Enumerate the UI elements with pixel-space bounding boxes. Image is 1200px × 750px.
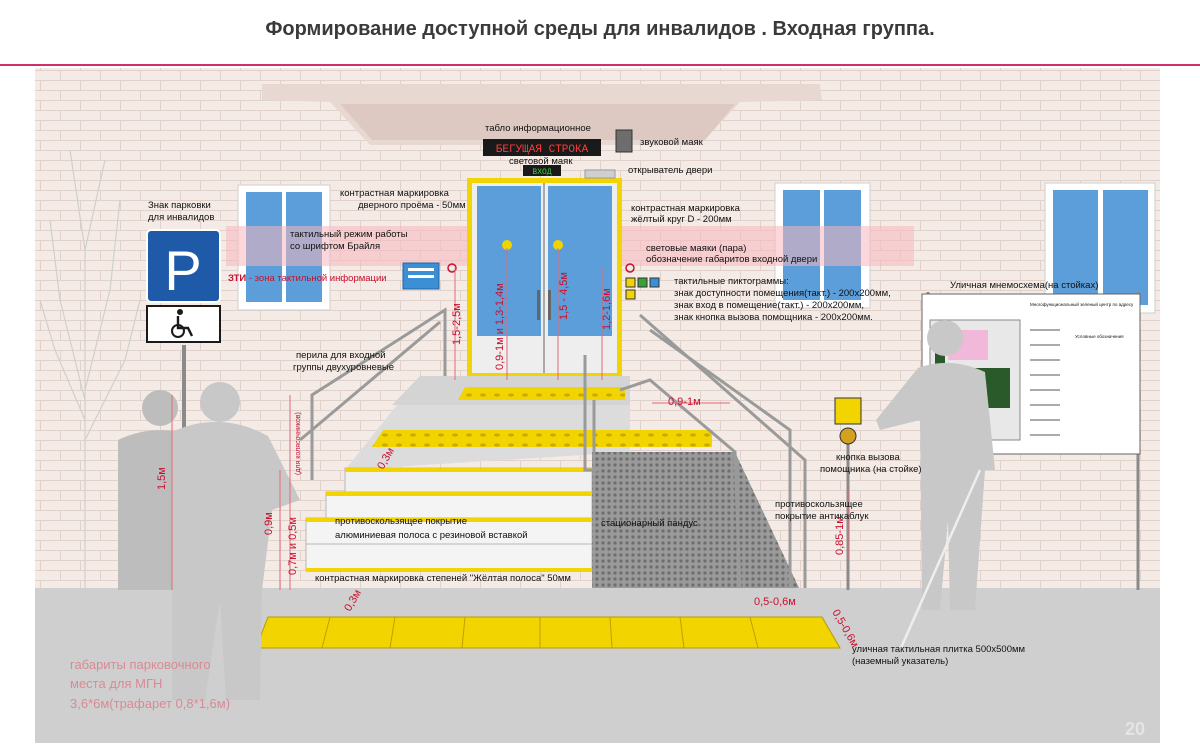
label-railing-1: перила для входной — [296, 350, 386, 361]
label-zti-rest: - зона тактильной информации — [246, 273, 386, 284]
svg-text:ЗТИ - зона тактильной информац: ЗТИ - зона тактильной информации — [228, 273, 387, 284]
label-parking-sign-2: для инвалидов — [148, 212, 214, 223]
label-door-marking-2: дверного проёма - 50мм — [358, 200, 466, 211]
label-call-button-2: помощника (на стойке) — [820, 464, 922, 475]
tactile-strip-mid — [372, 430, 712, 447]
label-braille-2: со шрифтом Брайля — [290, 241, 380, 252]
label-pictograms-3: знак вход в помещение(такт.) - 200х200мм… — [674, 300, 864, 311]
label-zti: ЗТИ — [228, 273, 246, 284]
parking-letter: P — [164, 239, 201, 302]
label-call-button-1: кнопка вызова — [836, 452, 900, 463]
wheelchair-icon — [171, 309, 194, 338]
label-tile-1: уличная тактильная плитка 500х500мм — [852, 644, 1025, 655]
tactile-strip-top — [458, 387, 625, 400]
label-ramp: стационарный пандус — [601, 518, 698, 529]
tree — [39, 149, 141, 590]
contrast-circle-left — [502, 240, 512, 250]
label-parking-sign-1: Знак парковки — [148, 200, 211, 211]
label-pictograms-4: знак кнопка вызова помощника - 200х200мм… — [674, 312, 873, 323]
label-anti-slip-1: противоскользящее покрытие — [335, 516, 467, 527]
scheme-legend-title: Условные обозначения — [1075, 334, 1124, 339]
label-door-opener: открыватель двери — [628, 165, 712, 176]
watermark: 20 — [1125, 719, 1145, 739]
contrast-circle-right — [553, 240, 563, 250]
entrance-door — [467, 178, 622, 376]
label-door-marking-1: контрастная маркировка — [340, 188, 450, 199]
running-line-board — [483, 139, 601, 156]
stationary-ramp — [592, 452, 800, 590]
dim-1-5-2-5: 1,5-2,5м — [451, 303, 463, 345]
label-beacons-pair-2: обозначение габаритов входной двери — [646, 254, 817, 265]
label-braille-1: тактильный режим работы — [290, 229, 408, 240]
sound-beacon — [615, 129, 633, 153]
label-railing-2: группы двухуровневые — [293, 362, 394, 373]
label-street-scheme: Уличная мнемосхема(на стойках) — [950, 280, 1098, 291]
entrance-light-beacon — [523, 165, 561, 176]
label-parking-dims-3: 3,6*6м(трафарет 0,8*1,6м) — [70, 696, 230, 711]
dim-0-7-0-5: 0,7м и 0,5м — [287, 517, 299, 575]
label-anti-slip-2: алюминиевая полоса с резиновой вставкой — [335, 530, 528, 541]
staircase — [305, 376, 712, 572]
dim-0-5-0-6-a: 0,5-0,6м — [754, 596, 796, 608]
person-left-2 — [172, 382, 300, 700]
step-4 — [305, 543, 593, 571]
street-tactile-tile — [255, 616, 841, 649]
label-beacons-pair-1: световые маяки (пара) — [646, 243, 746, 254]
running-line-text: БЕГУЩАЯ СТРОКА — [496, 144, 589, 156]
entrance-sign-text: ВХОД — [532, 168, 551, 177]
label-sound-beacon: звуковой маяк — [640, 137, 704, 148]
label-pictograms-2: знак доступности помещения(такт.) - 200х… — [674, 288, 891, 299]
label-anti-slip-heel-2: покрытие антикаблук — [775, 511, 869, 522]
dim-ramp-0-9-1: 0,9-1м — [668, 396, 701, 408]
label-yellow-circle-1: контрастная маркировка — [631, 203, 741, 214]
person-right — [876, 320, 995, 651]
label-step-marking: контрастная маркировка степеней "Жёлтая … — [315, 573, 571, 584]
label-yellow-circle-2: жёлтый круг D - 200мм — [631, 214, 732, 225]
label-anti-slip-heel-1: противоскользящее — [775, 499, 863, 510]
dim-0-9m: 0,9м — [263, 512, 275, 535]
dim-1-2-1-6: 1,2-1,6м — [601, 288, 613, 330]
door-opener — [584, 169, 616, 179]
label-tile-2: (наземный указатель) — [852, 656, 948, 667]
scheme-header: Многофункциональный зеленый центр по адр… — [1030, 301, 1134, 307]
tactile-pictograms — [625, 263, 660, 300]
window-far-right — [1044, 182, 1156, 314]
dim-1-5-4-5: 1,5 - 4,5м — [558, 272, 570, 320]
dim-0-9-1-3: 0,9-1м и 1,3-1,4м — [494, 283, 506, 370]
label-pictograms-1: тактильные пиктограммы: — [674, 276, 789, 287]
dim-0-85-1: 0,85-1м — [834, 516, 846, 555]
label-light-beacon: световой маяк — [509, 156, 573, 167]
dim-1-5m: 1,5м — [156, 467, 168, 490]
handrails — [299, 307, 807, 591]
step-3 — [305, 517, 593, 545]
parking-sign: P — [146, 229, 221, 590]
page-title: Формирование доступной среды для инвалид… — [265, 18, 935, 40]
label-parking-dims-2: места для МГН — [70, 676, 162, 691]
label-parking-dims-1: габариты парковочного — [70, 657, 211, 672]
dim-wheelchair-handrail: (для колясочников) — [295, 412, 302, 475]
title-divider — [0, 64, 1200, 66]
label-info-board: табло информационное — [485, 123, 591, 134]
